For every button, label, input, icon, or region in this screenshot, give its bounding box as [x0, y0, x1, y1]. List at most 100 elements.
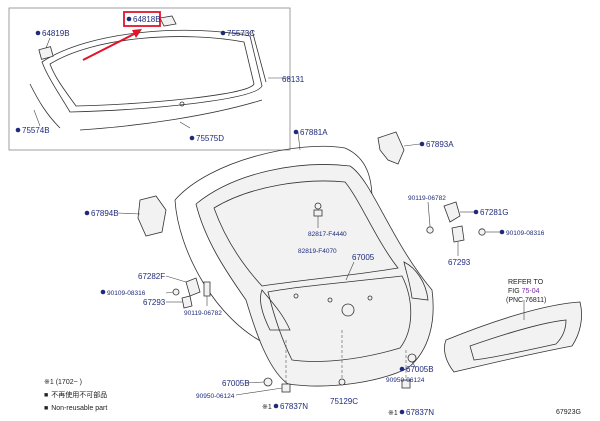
- lead-67894B: [117, 212, 141, 215]
- label-67837N-left: 67837N: [280, 402, 308, 411]
- clip-67837N-right: [401, 379, 411, 389]
- highlight-box: [123, 11, 161, 27]
- back-door-window: [213, 180, 399, 287]
- dot-75575D: [189, 135, 195, 141]
- part-64819B-shape: [38, 46, 54, 60]
- label-67005B-left: 67005B: [222, 379, 250, 388]
- label-67281G: 67281G: [480, 208, 508, 217]
- hinge-67893A: [377, 131, 405, 165]
- molding-bottom: [79, 99, 263, 131]
- emblem-hole: [341, 303, 355, 317]
- label-75575D: 75575D: [196, 134, 224, 143]
- bolt-90109-left: [172, 288, 180, 296]
- lock-67282F: [185, 277, 201, 297]
- part-64818B-shape: [159, 15, 177, 27]
- label-64819B: 64819B: [42, 29, 70, 38]
- dot-67837N-left: [273, 403, 279, 409]
- part-82817-cap: [314, 202, 322, 210]
- dot-67281G: [473, 209, 479, 215]
- lead-90109-left: [165, 291, 174, 294]
- refer-fig-prefix: FIG: [508, 288, 522, 295]
- dot-67894B: [84, 210, 90, 216]
- lead-67893A: [403, 143, 421, 147]
- label-75573C: 75573C: [227, 29, 255, 38]
- label-64818B: 64818B: [133, 15, 161, 24]
- label-67881A: 67881A: [300, 128, 328, 137]
- refer-line3: (PNC 76811): [506, 297, 546, 304]
- dot-64819B: [35, 30, 41, 36]
- dot-67893A: [419, 141, 425, 147]
- dot-67881A: [293, 129, 299, 135]
- lamp-cutout-right: [403, 261, 429, 301]
- lead-90119-right: [427, 201, 431, 227]
- label-82819: 82819-F4070: [298, 248, 337, 255]
- dot-90109-right: [499, 229, 505, 235]
- clip-67837N-left: [281, 383, 291, 393]
- label-67293-left: 67293: [143, 298, 166, 307]
- part-90119-left: [203, 281, 211, 297]
- part-82817: [313, 209, 323, 217]
- refer-line1: REFER TO: [508, 279, 544, 286]
- label-67894B: 67894B: [91, 209, 119, 218]
- label-68131: 68131: [282, 75, 305, 84]
- figure-code: 67923G: [556, 409, 581, 416]
- bolt-90119-right: [426, 226, 434, 234]
- back-door-outline: [195, 164, 434, 387]
- legend-square-1: ■: [44, 392, 48, 399]
- stopper-67005B-right: [407, 353, 417, 363]
- lead-67005: [345, 261, 355, 281]
- label-90119-06782-right: 90119-06782: [408, 195, 446, 202]
- star-mark-right: ※1: [388, 410, 398, 417]
- highlight-arrowhead: [132, 29, 142, 38]
- part-67293-left: [181, 295, 193, 309]
- dot-67837N-right: [399, 409, 405, 415]
- part-67293-right: [451, 225, 465, 243]
- label-67837N-right: 67837N: [406, 408, 434, 417]
- legend-line2: ■不再使用不可部品: [44, 390, 107, 399]
- lead-67282F: [165, 275, 187, 283]
- garnish-76811: [444, 301, 582, 373]
- weatherstrip-67881A: [174, 145, 373, 201]
- lamp-cutout-left: [260, 289, 291, 331]
- star-mark-left: ※1: [262, 404, 272, 411]
- label-67005B-right: 67005B: [406, 365, 434, 374]
- label-67893A: 67893A: [426, 140, 454, 149]
- lead-75575D: [179, 121, 191, 129]
- lead-67881A: [297, 131, 301, 151]
- label-67005: 67005: [352, 253, 375, 262]
- lock-67281G: [443, 201, 461, 223]
- lead-90950-left: [235, 387, 283, 396]
- back-glass-outline: [41, 29, 263, 113]
- molding-left: [29, 83, 61, 129]
- highlight-arrow: [82, 31, 139, 61]
- back-glass-inner: [49, 36, 255, 107]
- refer-line2: FIG 75-04: [508, 288, 540, 295]
- label-90950-06124-left: 90950-06124: [196, 393, 235, 400]
- bolt-90109-right: [478, 228, 486, 236]
- label-67282F: 67282F: [138, 272, 165, 281]
- stopper-67005B-left: [263, 377, 273, 387]
- hinge-67894B: [137, 195, 167, 237]
- weatherstrip-67881A-side: [174, 199, 269, 346]
- label-90109-08316-right: 90109-08316: [506, 230, 545, 237]
- door-hole-3: [293, 293, 299, 299]
- clip-75129C: [338, 378, 346, 386]
- refer-fig-link[interactable]: 75-04: [522, 288, 540, 295]
- legend-square-2: ■: [44, 405, 48, 412]
- label-75129C: 75129C: [330, 397, 358, 406]
- molding-right: [251, 29, 267, 83]
- label-90119-06782-left: 90119-06782: [184, 310, 222, 317]
- label-90950-06124-right: 90950-06124: [386, 377, 425, 384]
- dot-90109-left: [100, 289, 106, 295]
- lead-67005B-right: [411, 361, 417, 369]
- label-67293-right: 67293: [448, 258, 471, 267]
- legend-line3: ■Non-reusable part: [44, 405, 107, 412]
- door-hole-2: [367, 295, 373, 301]
- door-hole-1: [327, 297, 333, 303]
- dot-75573C: [220, 30, 226, 36]
- legend-line1: ※1 (1702~ ): [44, 379, 82, 386]
- dot-64818B: [126, 16, 132, 22]
- lead-75574B: [33, 109, 41, 127]
- label-82817: 82817-F4440: [308, 231, 347, 238]
